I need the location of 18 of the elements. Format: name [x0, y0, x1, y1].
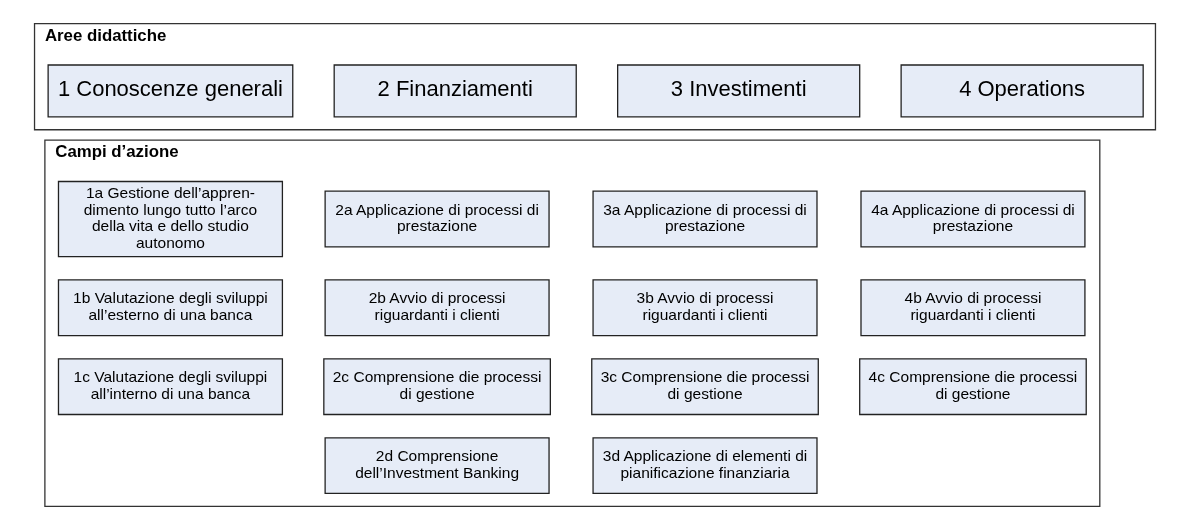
node-box: 3c Comprensione die processi di gestione: [590, 358, 819, 416]
node-box: 2c Comprensione die processi di gestione: [322, 358, 551, 416]
node-box: 1b Valutazione degli sviluppi all’esterno di una banca: [57, 279, 283, 337]
node-box: 1 Conoscenze generali: [46, 64, 293, 118]
node-box: 4a Applicazione di processi di prestazione: [859, 190, 1086, 248]
node-box: 2d Comprensione dell’Investment Banking: [323, 437, 550, 495]
node-box: 2 Finanziamenti: [333, 64, 577, 118]
node-box: 3d Applicazione di elementi di pianificazione finanziaria: [591, 437, 818, 495]
node-box: 3a Applicazione di processi di prestazione: [591, 190, 818, 248]
node-box: 2b Avvio di processi riguardanti i clienti: [323, 279, 550, 337]
node-box: 3b Avvio di processi riguardanti i clienti: [591, 279, 818, 337]
node-box: 4c Comprensione die processi di gestione: [858, 358, 1087, 416]
node-box: 3 Investimenti: [616, 64, 860, 118]
node-box: 1c Valutazione degli sviluppi all’interno di una banca: [57, 358, 283, 416]
node-box: 2a Applicazione di processi di prestazione: [323, 190, 550, 248]
node-box: 4 Operations: [899, 64, 1144, 118]
node-box: 4b Avvio di processi riguardanti i clienti: [859, 279, 1086, 337]
node-box: 1a Gestione dell’appren- dimento lungo tutto l’arco della vita e dello studio autonomo: [57, 180, 283, 258]
